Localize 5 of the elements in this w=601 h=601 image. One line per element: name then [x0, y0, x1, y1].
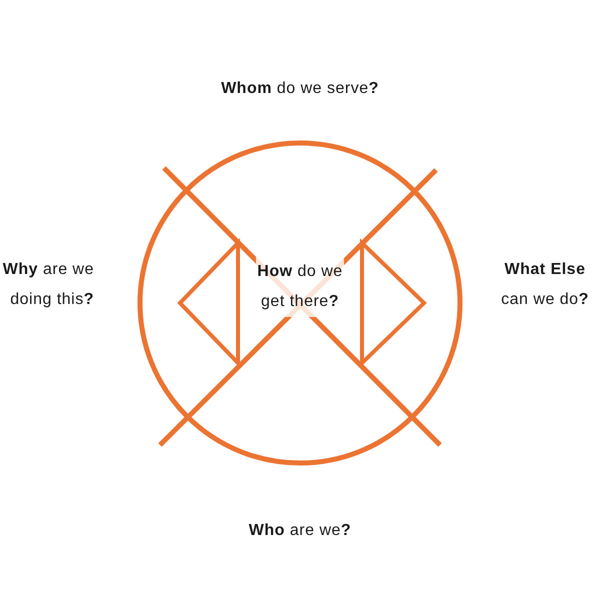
question-text: Why are we doing this?: [2, 260, 94, 310]
question-text: Whom do we serve?: [220, 79, 380, 99]
question-text: What Else can we do?: [500, 260, 590, 310]
question-text: Who are we?: [248, 521, 352, 541]
question-text: How do we get there?: [256, 257, 344, 317]
